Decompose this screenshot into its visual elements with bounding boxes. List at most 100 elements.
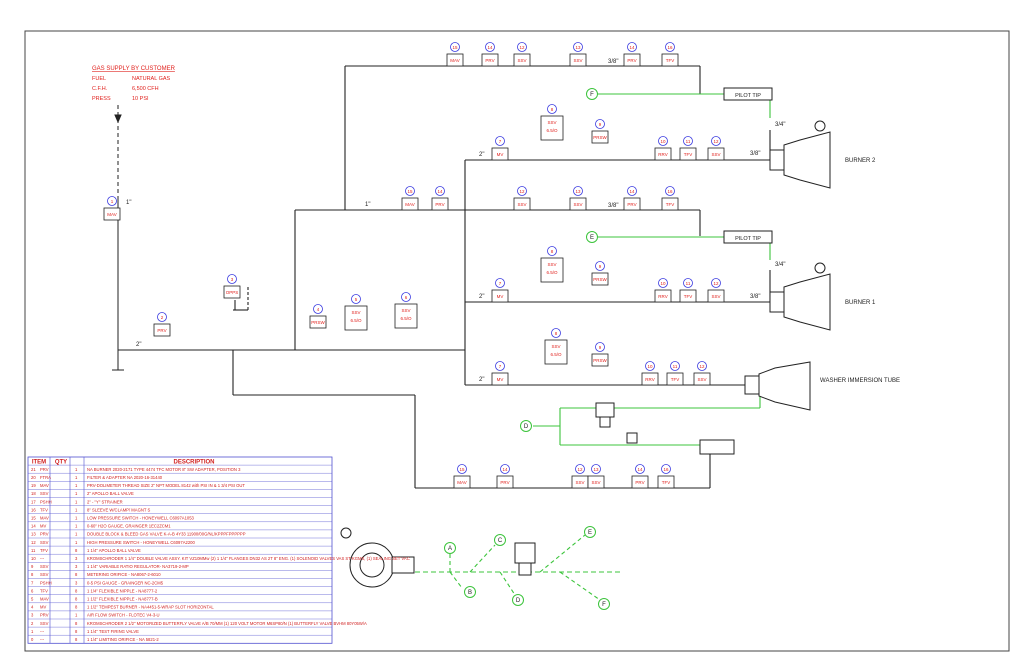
table-cell-item: 0 <box>31 637 34 642</box>
air-reference: F <box>586 88 598 100</box>
component-number: 7 <box>499 281 502 286</box>
component-code: PRSW <box>593 135 607 140</box>
component-number: 14 <box>629 189 635 194</box>
component-code: TFV <box>666 58 675 63</box>
component-number: 14 <box>629 45 635 50</box>
table-cell-tag: PRV <box>40 532 49 537</box>
component-prsw: PRSW 4 <box>309 304 327 329</box>
air-reference-letter: B <box>468 590 472 596</box>
blower <box>340 527 415 588</box>
table-cell-tag: PSHH <box>40 499 52 504</box>
table-cell-qty: 1 <box>75 524 78 529</box>
table-cell-qty: 3 <box>75 556 78 561</box>
component-code: PRV <box>500 480 509 485</box>
table-cell-description: 2" - "Y" STRAINER <box>87 499 123 504</box>
pipe-size-label: 3/8" <box>608 203 618 209</box>
gas-supply-note: GAS SUPPLY BY CUSTOMER FUEL NATURAL GAS … <box>92 66 176 102</box>
table-cell-item: 7 <box>31 580 34 585</box>
component-number: 14 <box>637 467 643 472</box>
table-cell-description: 1 1/4" APOLLO BALL VALVE <box>87 548 141 553</box>
table-cell-description: 0-5 PSI GAUGE - GRAINGER NC-2CM5 <box>87 580 164 585</box>
component-number: 15 <box>459 467 465 472</box>
table-cell-item: 9 <box>31 564 34 569</box>
air-reference-letter: D <box>524 424 529 430</box>
component-number: 11 <box>686 281 691 286</box>
washer-label: WASHER IMMERSION TUBE <box>820 378 900 384</box>
table-cell-description: NA BURNER 2020-2171 TYPE 4474 TFC MOTOR … <box>87 467 241 472</box>
air-reference: A <box>444 542 456 554</box>
component-code: SSV <box>517 202 526 207</box>
table-cell-description: FILTER & ADAPTER NA 2020-16-31440 <box>87 475 163 480</box>
air-reference: E <box>586 231 598 243</box>
table-cell-item: 4 <box>31 605 34 610</box>
air-reference-letter: C <box>498 538 503 544</box>
component-number: 11 <box>686 139 691 144</box>
gas-inlet-pipe <box>112 105 124 371</box>
component-code: MV <box>497 152 504 157</box>
table-cell-qty: 1 <box>75 507 78 512</box>
table-cell-tag: PSHH <box>40 580 52 585</box>
component-group: MAV1PRV2OPPS3PRSW4SSV6.5/O5SSV6.5/O6MV7S… <box>103 42 725 489</box>
pipe-size-label: 1" <box>126 200 131 206</box>
component-code: RRV <box>658 152 667 157</box>
table-cell-item: 15 <box>31 516 36 521</box>
component-number: 12 <box>699 364 705 369</box>
main-gas-lines <box>118 65 771 489</box>
component-number: 12 <box>519 45 525 50</box>
component-code: TFV <box>666 202 675 207</box>
component-number: 9 <box>599 264 602 269</box>
table-cell-description: 1 1/2" TEMPEST BURNER - NA4451-5-WRAP SL… <box>87 605 214 610</box>
table-cell-tag: SSV <box>40 572 49 577</box>
gas-supply-key: FUEL <box>92 76 106 82</box>
air-reference: B <box>464 586 476 598</box>
air-reference-letter: F <box>590 92 594 98</box>
table-cell-item: 11 <box>31 548 36 553</box>
component-code: MV <box>497 377 504 382</box>
component-number: 5 <box>355 297 358 302</box>
table-cell-description: 8" SLEEVE W/CLAMP/ MAGNT S <box>87 507 151 512</box>
component-code: MAV <box>107 212 116 217</box>
air-valve <box>514 542 536 576</box>
table-cell-item: 16 <box>31 507 36 512</box>
component-code: SSV <box>711 152 720 157</box>
component-number: 13 <box>593 467 599 472</box>
component-code: MV <box>497 294 504 299</box>
table-cell-qty: 1 <box>75 532 78 537</box>
component-code: RRV <box>658 294 667 299</box>
component-code: RRV <box>645 377 654 382</box>
burner-2 <box>769 120 831 189</box>
component-number: 12 <box>519 189 525 194</box>
component-number: 13 <box>575 45 581 50</box>
table-cell-qty: 8 <box>75 588 78 593</box>
air-reference: D <box>512 594 524 606</box>
table-cell-tag: --- <box>40 629 45 634</box>
component-code: SSV <box>575 480 584 485</box>
table-cell-tag: --- <box>40 637 45 642</box>
component-number: 4 <box>317 307 320 312</box>
component-code: PRSW <box>311 320 325 325</box>
table-cell-qty: 8 <box>75 605 78 610</box>
component-number: 8 <box>551 107 554 112</box>
pipe-size-label: 2" <box>136 342 141 348</box>
component-code: PRSW <box>593 277 607 282</box>
